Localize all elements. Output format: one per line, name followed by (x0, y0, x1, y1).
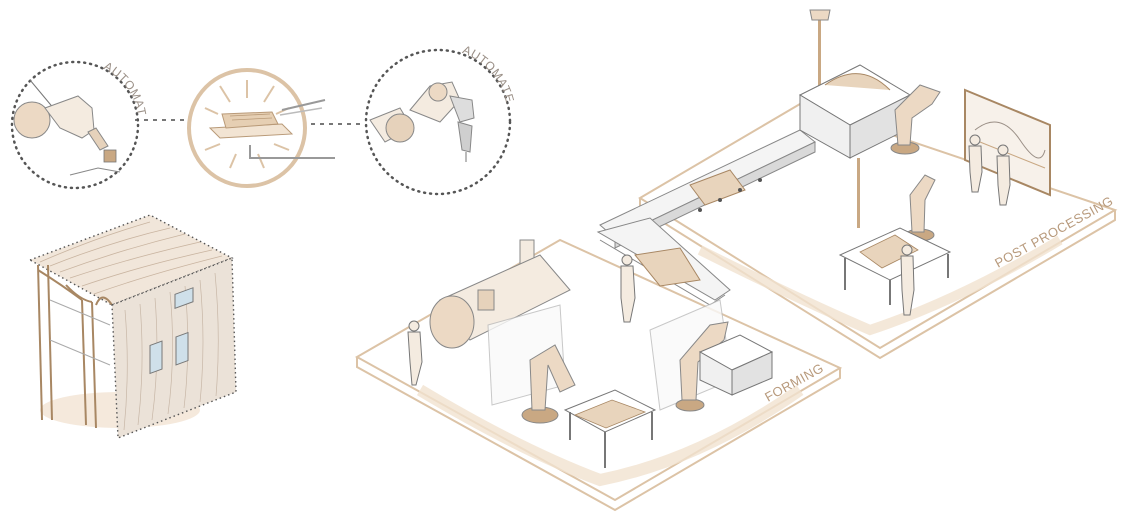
forming-press-box (698, 334, 774, 396)
automate-robot-circle-right: AUTOMATE (364, 43, 517, 196)
monitoring-screen (964, 88, 1051, 197)
post-processing-robot-1 (890, 84, 941, 155)
worker-forming-1 (407, 320, 423, 386)
worker-figures (407, 134, 1011, 386)
automate-process-strip: AUTOMATE (0, 0, 517, 196)
worker-post-1 (900, 244, 915, 316)
post-processing-table-top (798, 9, 912, 159)
factory-layout: FORMING POST PROCESSING (354, 9, 1118, 512)
forming-table (563, 389, 657, 468)
post-processing-table-bottom (838, 227, 952, 305)
worker-post-3 (996, 144, 1011, 206)
conveyor-belt (596, 129, 816, 306)
autoclave-tank (429, 239, 571, 349)
automate-robot-circle-left: AUTOMATE (0, 0, 149, 190)
automate-label-right: AUTOMATE (461, 43, 517, 105)
post-processing-robot-2 (857, 158, 936, 242)
worker-forming-2 (620, 254, 636, 323)
worker-post-2 (968, 134, 983, 193)
pavilion-structure (28, 214, 237, 440)
forming-press-circle (187, 68, 335, 188)
forming-robot-arm-1 (487, 304, 576, 424)
